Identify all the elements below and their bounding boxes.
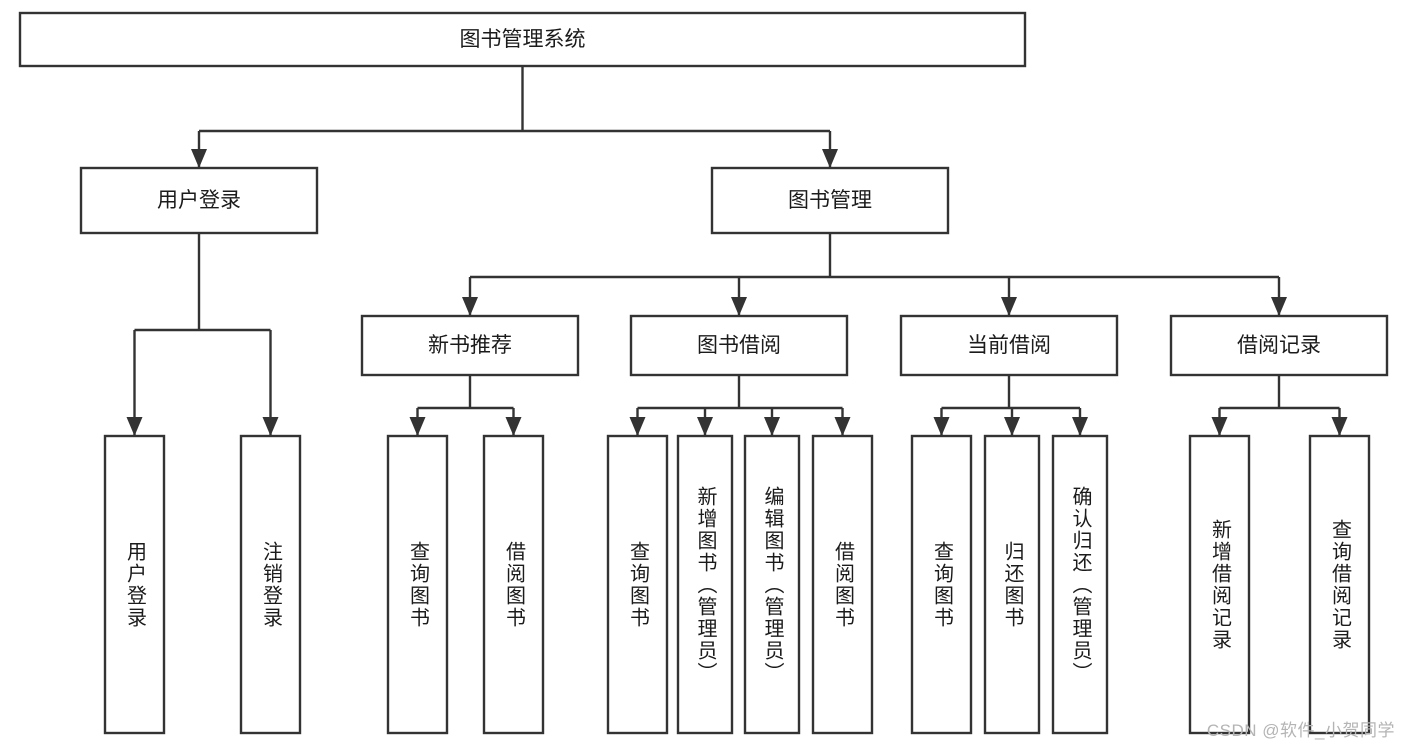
arrow-current-borrow [1001, 297, 1017, 316]
node-box-leaf-add-book-admin[interactable] [676, 434, 734, 735]
node-label-borrow-records: 借阅记录 [1237, 334, 1321, 357]
node-box-leaf-borrow-book-recommend[interactable] [482, 434, 545, 735]
connectors-layer [126, 66, 1348, 436]
arrow-leaf-edit-book-admin [764, 417, 780, 436]
node-box-leaf-query-borrow-record[interactable] [1308, 434, 1371, 735]
node-label-user-login: 用户登录 [157, 189, 241, 212]
node-label-new-book-recommend: 新书推荐 [428, 334, 512, 357]
boxes-layer [18, 11, 1389, 735]
node-box-leaf-return-book[interactable] [983, 434, 1041, 735]
node-box-leaf-add-borrow-record[interactable] [1188, 434, 1251, 735]
arrow-leaf-query-book-borrow [629, 417, 646, 436]
arrow-leaf-logout [262, 417, 279, 436]
node-box-root[interactable] [18, 11, 1027, 68]
arrow-user-login [191, 149, 207, 168]
arrow-leaf-query-book-current [933, 417, 950, 436]
csdn-watermark: CSDN @软件_小贺同学 [1206, 721, 1395, 740]
node-box-leaf-confirm-return-admin[interactable] [1051, 434, 1109, 735]
arrow-book-borrow [731, 297, 747, 316]
arrow-leaf-add-book-admin [697, 417, 713, 436]
arrow-leaf-return-book [1004, 417, 1020, 436]
arrow-leaf-borrow-book-recommend [505, 417, 522, 436]
node-box-book-management[interactable] [710, 166, 950, 235]
node-box-leaf-edit-book-admin[interactable] [743, 434, 801, 735]
node-label-current-borrow: 当前借阅 [967, 334, 1051, 357]
arrow-leaf-borrow-book [834, 417, 851, 436]
arrow-leaf-confirm-return-admin [1072, 417, 1088, 436]
node-label-book-management: 图书管理 [788, 189, 872, 212]
arrow-borrow-records [1271, 297, 1287, 316]
arrow-leaf-query-book-recommend [409, 417, 426, 436]
arrow-book-management [822, 149, 838, 168]
node-box-current-borrow[interactable] [899, 314, 1119, 377]
node-box-book-borrow[interactable] [629, 314, 849, 377]
arrow-leaf-user-login [126, 417, 143, 436]
node-label-book-borrow: 图书借阅 [697, 334, 781, 357]
node-box-leaf-query-book-borrow[interactable] [606, 434, 669, 735]
node-box-user-login[interactable] [79, 166, 319, 235]
node-box-leaf-query-book-recommend[interactable] [386, 434, 449, 735]
node-box-new-book-recommend[interactable] [360, 314, 580, 377]
node-box-leaf-user-login[interactable] [103, 434, 166, 735]
node-box-leaf-borrow-book[interactable] [811, 434, 874, 735]
node-box-borrow-records[interactable] [1169, 314, 1389, 377]
node-box-leaf-logout[interactable] [239, 434, 302, 735]
arrow-new-book-recommend [462, 297, 478, 316]
node-label-root: 图书管理系统 [460, 28, 586, 51]
arrow-leaf-add-borrow-record [1211, 417, 1228, 436]
arrow-leaf-query-borrow-record [1331, 417, 1348, 436]
node-box-leaf-query-book-current[interactable] [910, 434, 973, 735]
